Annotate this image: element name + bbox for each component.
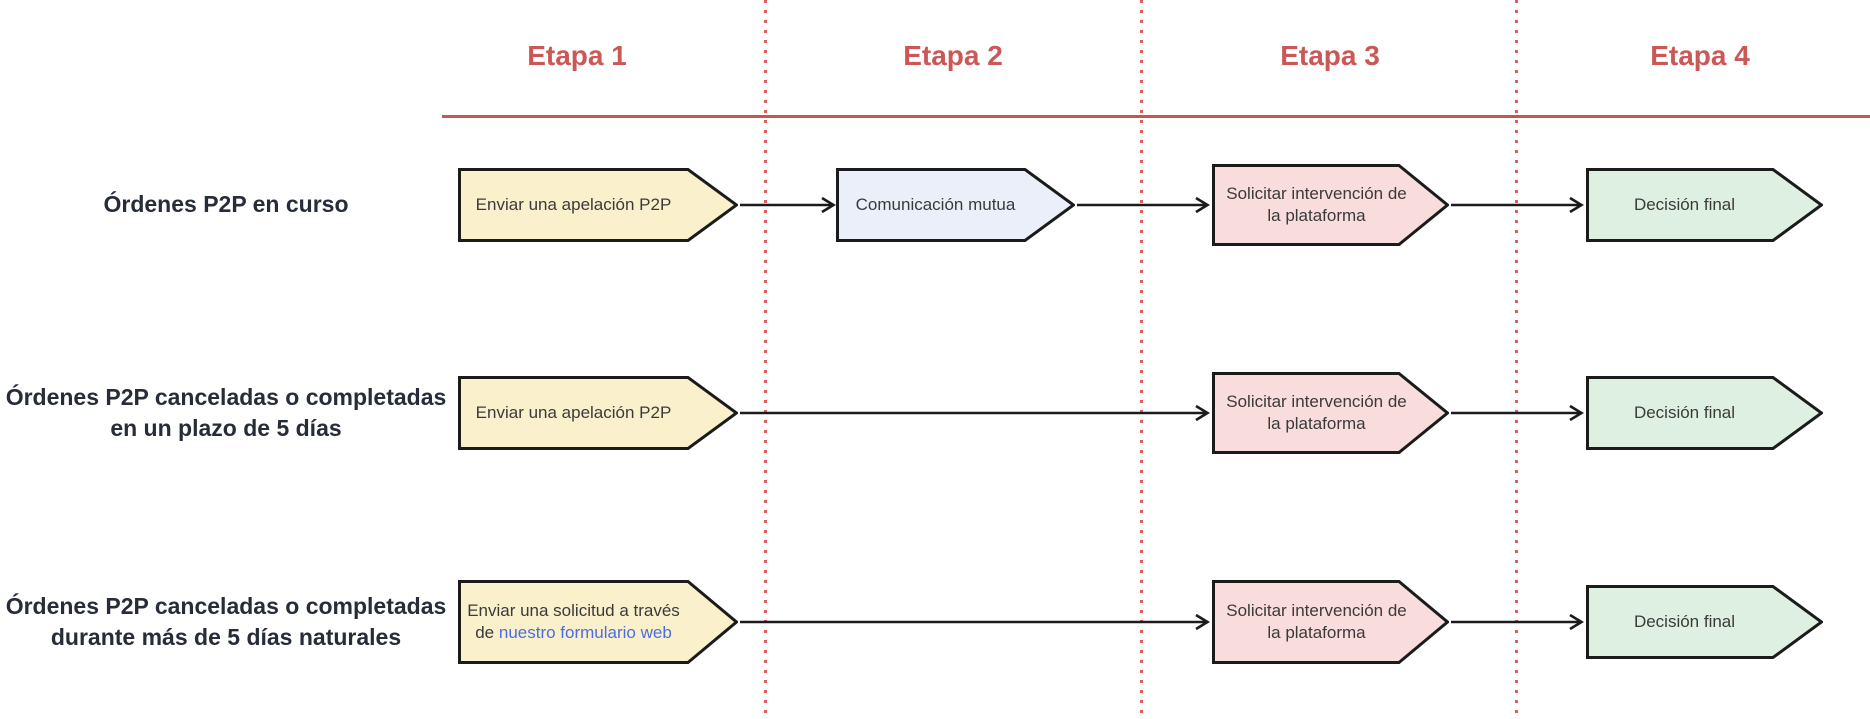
row-label-line: Órdenes P2P canceladas o completadas [5, 383, 447, 410]
chevron-shape [458, 168, 738, 242]
step-label: Enviar una apelación P2P [475, 194, 672, 214]
flow-arrow [1451, 197, 1584, 213]
chevron-shape [1212, 164, 1449, 246]
flow-arrow-long [740, 614, 1210, 630]
step-box-solicitar-intervencion-row2: Solicitar intervención de la plataforma [1212, 372, 1449, 454]
arrow-line [1451, 405, 1584, 421]
arrow-line [1451, 614, 1584, 630]
step-label: Decisión final [1633, 194, 1736, 214]
step-label: Solicitar intervención de la plataforma [1226, 600, 1407, 642]
step-label-text: Enviar una solicitud a través de [467, 600, 680, 642]
step-label: Decisión final [1633, 611, 1736, 631]
arrow-line [1077, 197, 1210, 213]
step-box-solicitar-intervencion-row3: Solicitar intervención de la plataforma [1212, 580, 1449, 664]
step-label: Comunicación mutua [855, 194, 1016, 214]
chevron-shape [1212, 372, 1449, 454]
arrow-line [740, 197, 836, 213]
arrow-line [740, 405, 1210, 421]
stage-divider-1 [764, 0, 767, 719]
row-label-line: Órdenes P2P canceladas o completadas [5, 592, 447, 619]
row-label-line: durante más de 5 días naturales [50, 624, 402, 650]
flow-arrow [1077, 197, 1210, 213]
step-box-comunicacion-mutua: Comunicación mutua [836, 168, 1075, 242]
stage-divider-2 [1140, 0, 1143, 719]
step-label: Enviar una solicitud a través de nuestro… [466, 580, 681, 664]
stage-header-etapa-4: Etapa 4 [1650, 40, 1750, 71]
row-label-canceladas-5-dias: Órdenes P2P canceladas o completadas en … [0, 370, 452, 456]
step-box-enviar-apelacion-row1: Enviar una apelación P2P [458, 168, 738, 242]
chevron-shape [1586, 168, 1823, 242]
step-box-enviar-solicitud-formulario: Enviar una solicitud a través de nuestro… [458, 580, 738, 664]
web-form-link[interactable]: nuestro formulario web [498, 623, 672, 642]
flow-arrow-long [740, 405, 1210, 421]
flow-arrow [740, 197, 836, 213]
step-box-decision-final-row1: Decisión final [1586, 168, 1823, 242]
row-label-line: Órdenes P2P en curso [103, 191, 349, 218]
chevron-shape [1586, 585, 1823, 659]
step-label: Enviar una apelación P2P [475, 402, 672, 422]
arrow-line [740, 614, 1210, 630]
arrow-line [1451, 197, 1584, 213]
chevron-shape [458, 580, 738, 664]
stage-header-etapa-1: Etapa 1 [527, 40, 627, 71]
stage-divider-3 [1515, 0, 1518, 719]
step-box-decision-final-row3: Decisión final [1586, 585, 1823, 659]
step-label: Decisión final [1633, 402, 1736, 422]
stage-header-etapa-2: Etapa 2 [903, 40, 1003, 71]
step-label: Solicitar intervención de la plataforma [1226, 183, 1407, 225]
flow-arrow [1451, 405, 1584, 421]
step-box-enviar-apelacion-row2: Enviar una apelación P2P [458, 376, 738, 450]
chevron-shape [1586, 376, 1823, 450]
stage-header-etapa-3: Etapa 3 [1280, 40, 1380, 71]
step-label: Solicitar intervención de la plataforma [1226, 391, 1407, 433]
row-label-line: en un plazo de 5 días [110, 415, 342, 441]
chevron-shape [458, 376, 738, 450]
flow-arrow [1451, 614, 1584, 630]
chevron-shape [836, 168, 1075, 242]
step-box-solicitar-intervencion-row1: Solicitar intervención de la plataforma [1212, 164, 1449, 246]
chevron-shape [1212, 580, 1449, 664]
stage-header-rule [442, 115, 1870, 118]
step-box-decision-final-row2: Decisión final [1586, 376, 1823, 450]
row-label-mas-5-dias: Órdenes P2P canceladas o completadas dur… [0, 579, 452, 665]
row-label-ordenes-en-curso: Órdenes P2P en curso [0, 162, 452, 248]
